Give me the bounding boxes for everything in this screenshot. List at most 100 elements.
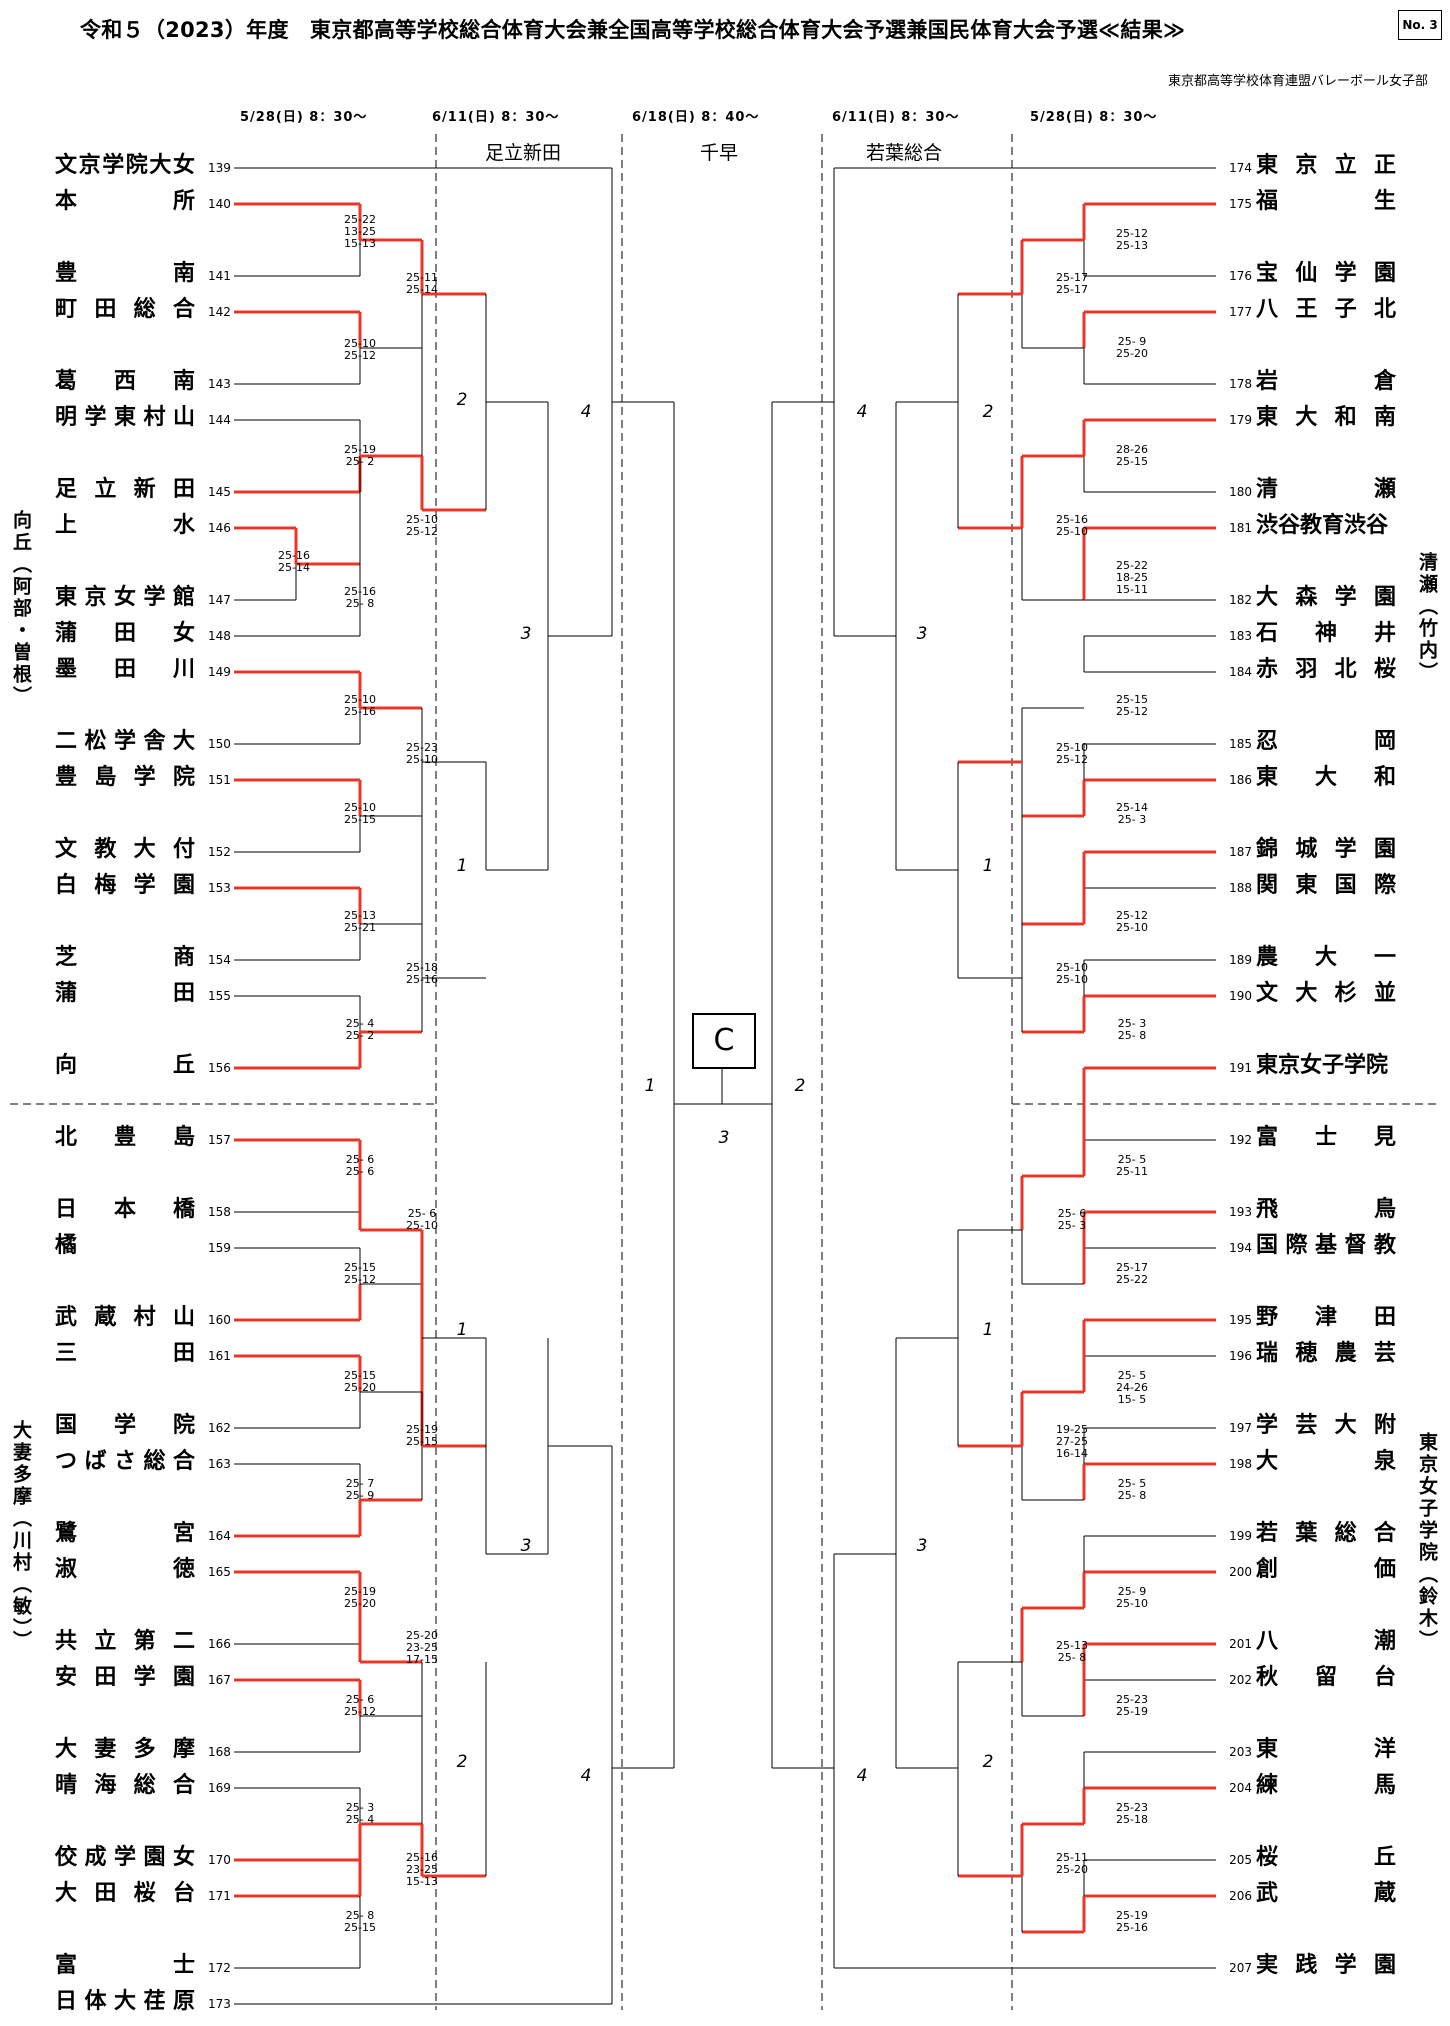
match-score: 25-10 25-10	[1056, 961, 1088, 986]
team-name-left: 安田学園	[55, 1665, 195, 1690]
round-label: 1	[982, 1320, 994, 1340]
team-name-left: 橘	[55, 1233, 78, 1258]
match-score: 25-12 25-10	[1116, 909, 1148, 934]
team-number-right: 198	[1229, 1457, 1252, 1471]
team-number-left: 145	[208, 485, 231, 499]
round-label: 1	[982, 856, 994, 876]
team-name-left: 大妻多摩	[55, 1737, 195, 1762]
round-label: 3	[916, 624, 928, 644]
team-name-left: 淑徳	[55, 1557, 195, 1582]
team-number-right: 205	[1229, 1853, 1252, 1867]
team-name-right: 桜丘	[1256, 1845, 1396, 1870]
team-number-left: 167	[208, 1673, 231, 1687]
team-name-left: 文京学院大女	[55, 153, 195, 178]
team-number-right: 201	[1229, 1637, 1252, 1651]
round-label: 1	[456, 856, 468, 876]
match-score: 25-14 25- 3	[1116, 801, 1148, 826]
match-score: 25-19 25-16	[1116, 1909, 1148, 1934]
team-name-left: 日本橋	[55, 1197, 195, 1222]
match-score: 25- 9 25-10	[1116, 1585, 1148, 1610]
team-number-right: 196	[1229, 1349, 1252, 1363]
team-number-right: 197	[1229, 1421, 1252, 1435]
team-number-right: 179	[1229, 413, 1252, 427]
team-name-left: 国学院	[55, 1413, 195, 1438]
match-score: 25- 6 25- 6	[345, 1153, 375, 1178]
team-name-right: 忍岡	[1256, 729, 1396, 754]
venue-right: 若葉総合	[866, 142, 943, 164]
team-number-left: 140	[208, 197, 231, 211]
team-name-right: 文大杉並	[1256, 981, 1396, 1006]
team-name-right: 八潮	[1256, 1629, 1396, 1654]
match-score: 25- 3 25- 8	[1117, 1017, 1147, 1042]
team-number-left: 157	[208, 1133, 231, 1147]
round-label: 4	[856, 402, 868, 422]
team-name-left: 共立第二	[55, 1629, 195, 1654]
team-name-right: 創価	[1256, 1557, 1396, 1582]
team-name-right: 練馬	[1256, 1773, 1396, 1798]
team-name-left: 佼成学園女	[55, 1845, 195, 1870]
team-number-right: 191	[1229, 1061, 1252, 1075]
team-name-left: 日体大荏原	[55, 1989, 195, 2014]
team-name-right: 国際基督教	[1256, 1233, 1396, 1258]
team-number-left: 154	[208, 953, 231, 967]
team-name-left: 明学東村山	[55, 405, 195, 430]
team-name-right: 学芸大附	[1256, 1413, 1396, 1438]
side-label-left-bottom: 大妻多摩（川村（敏））	[10, 1420, 32, 1653]
team-number-right: 186	[1229, 773, 1252, 787]
team-number-left: 172	[208, 1961, 231, 1975]
round-label: 4	[856, 1766, 868, 1786]
team-number-left: 144	[208, 413, 231, 427]
match-score: 25- 4 25- 2	[345, 1017, 375, 1042]
team-number-right: 178	[1229, 377, 1252, 391]
team-number-left: 159	[208, 1241, 231, 1255]
match-score: 25-12 25-13	[1116, 227, 1148, 252]
team-name-left: 白梅学園	[55, 873, 195, 898]
team-name-left: 芝商	[55, 945, 195, 970]
team-number-left: 142	[208, 305, 231, 319]
side-label-right-bottom: 東京女子学院（鈴木）	[1416, 1432, 1438, 1652]
round-label: 2	[456, 390, 468, 410]
match-score: 25-22 13-25 15-13	[344, 213, 376, 250]
round-label: 3	[916, 1536, 928, 1556]
team-number-right: 200	[1229, 1565, 1252, 1579]
team-number-right: 194	[1229, 1241, 1252, 1255]
team-number-left: 148	[208, 629, 231, 643]
champion-box: C	[692, 1013, 756, 1069]
team-number-right: 185	[1229, 737, 1252, 751]
match-score: 25-17 25-22	[1116, 1261, 1148, 1286]
match-score: 25-23 25-19	[1116, 1693, 1148, 1718]
team-name-right: 宝仙学園	[1256, 261, 1396, 286]
team-name-right: 錦城学園	[1256, 837, 1396, 862]
venue-left: 足立新田	[485, 142, 562, 164]
team-name-right: 東洋	[1256, 1737, 1396, 1762]
team-number-right: 207	[1229, 1961, 1252, 1975]
match-score: 25-16 25-14	[278, 549, 310, 574]
team-number-left: 169	[208, 1781, 231, 1795]
team-name-right: 実践学園	[1256, 1953, 1396, 1978]
team-name-right: 清瀬	[1256, 477, 1396, 502]
team-name-right: 東大和	[1256, 765, 1396, 790]
team-number-right: 193	[1229, 1205, 1252, 1219]
team-number-right: 202	[1229, 1673, 1252, 1687]
round-label: 1	[456, 1320, 468, 1340]
team-number-right: 175	[1229, 197, 1252, 211]
match-score: 25-10 25-16	[344, 693, 376, 718]
team-number-left: 166	[208, 1637, 231, 1651]
team-number-left: 139	[208, 161, 231, 175]
match-score: 25- 5 24-26 15- 5	[1116, 1369, 1148, 1406]
match-score: 25- 3 25- 4	[345, 1801, 375, 1826]
match-score: 25- 9 25-20	[1116, 335, 1148, 360]
round-label: 2	[982, 402, 994, 422]
team-name-left: 足立新田	[55, 477, 195, 502]
team-number-right: 189	[1229, 953, 1252, 967]
date-right-round1: 5/28(日) 8：30～	[1030, 110, 1158, 125]
team-name-right: 八王子北	[1256, 297, 1396, 322]
match-score: 25- 6 25-10	[406, 1207, 438, 1232]
match-score: 25-15 25-20	[344, 1369, 376, 1394]
match-score: 25-11 25-20	[1056, 1851, 1088, 1876]
match-score: 25-10 25-12	[1056, 741, 1088, 766]
team-name-left: 向丘	[55, 1053, 195, 1078]
team-name-left: 鷺宮	[55, 1521, 195, 1546]
team-name-left: 蒲田	[55, 981, 195, 1006]
round-label: 1	[644, 1076, 656, 1096]
